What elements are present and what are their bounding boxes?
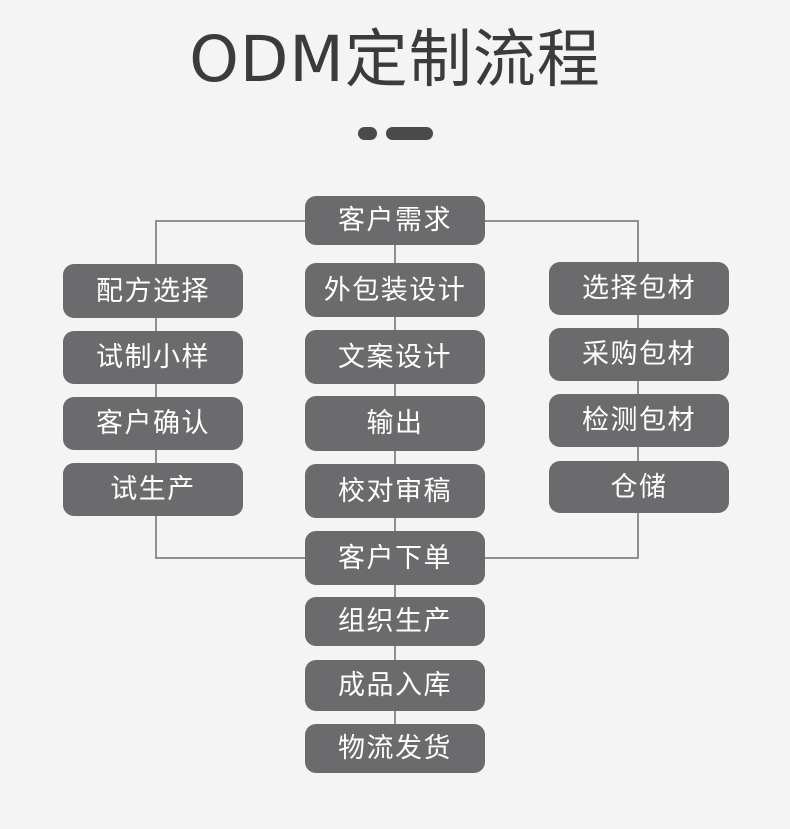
node-trial-production[interactable]: 试生产: [63, 463, 243, 516]
node-inspect-packaging-material[interactable]: 检测包材: [549, 394, 729, 447]
node-proofreading-review[interactable]: 校对审稿: [305, 464, 485, 518]
node-output[interactable]: 输出: [305, 396, 485, 451]
node-organize-production[interactable]: 组织生产: [305, 597, 485, 646]
node-finished-goods-warehousing[interactable]: 成品入库: [305, 660, 485, 711]
edge-requirements-to-formula: [154, 219, 305, 264]
divider-dot-icon: [357, 126, 377, 140]
node-customer-requirements[interactable]: 客户需求: [305, 196, 485, 245]
node-select-packaging-material[interactable]: 选择包材: [549, 262, 729, 315]
node-customer-confirmation[interactable]: 客户确认: [63, 397, 243, 450]
title-divider: [0, 126, 790, 140]
node-warehousing[interactable]: 仓储: [549, 461, 729, 513]
node-customer-order[interactable]: 客户下单: [305, 531, 485, 585]
node-trial-sample[interactable]: 试制小样: [63, 331, 243, 384]
divider-bar-icon: [385, 126, 433, 140]
node-copywriting-design[interactable]: 文案设计: [305, 330, 485, 384]
node-purchase-packaging-material[interactable]: 采购包材: [549, 328, 729, 381]
page-title: ODM定制流程: [189, 23, 601, 96]
edge-requirements-to-material: [485, 219, 640, 262]
node-logistics-shipping[interactable]: 物流发货: [305, 724, 485, 773]
edge-warehouse-to-order: [485, 513, 640, 560]
node-outer-packaging-design[interactable]: 外包装设计: [305, 263, 485, 317]
node-formula-selection[interactable]: 配方选择: [63, 264, 243, 318]
edge-trial-to-order: [154, 516, 305, 560]
